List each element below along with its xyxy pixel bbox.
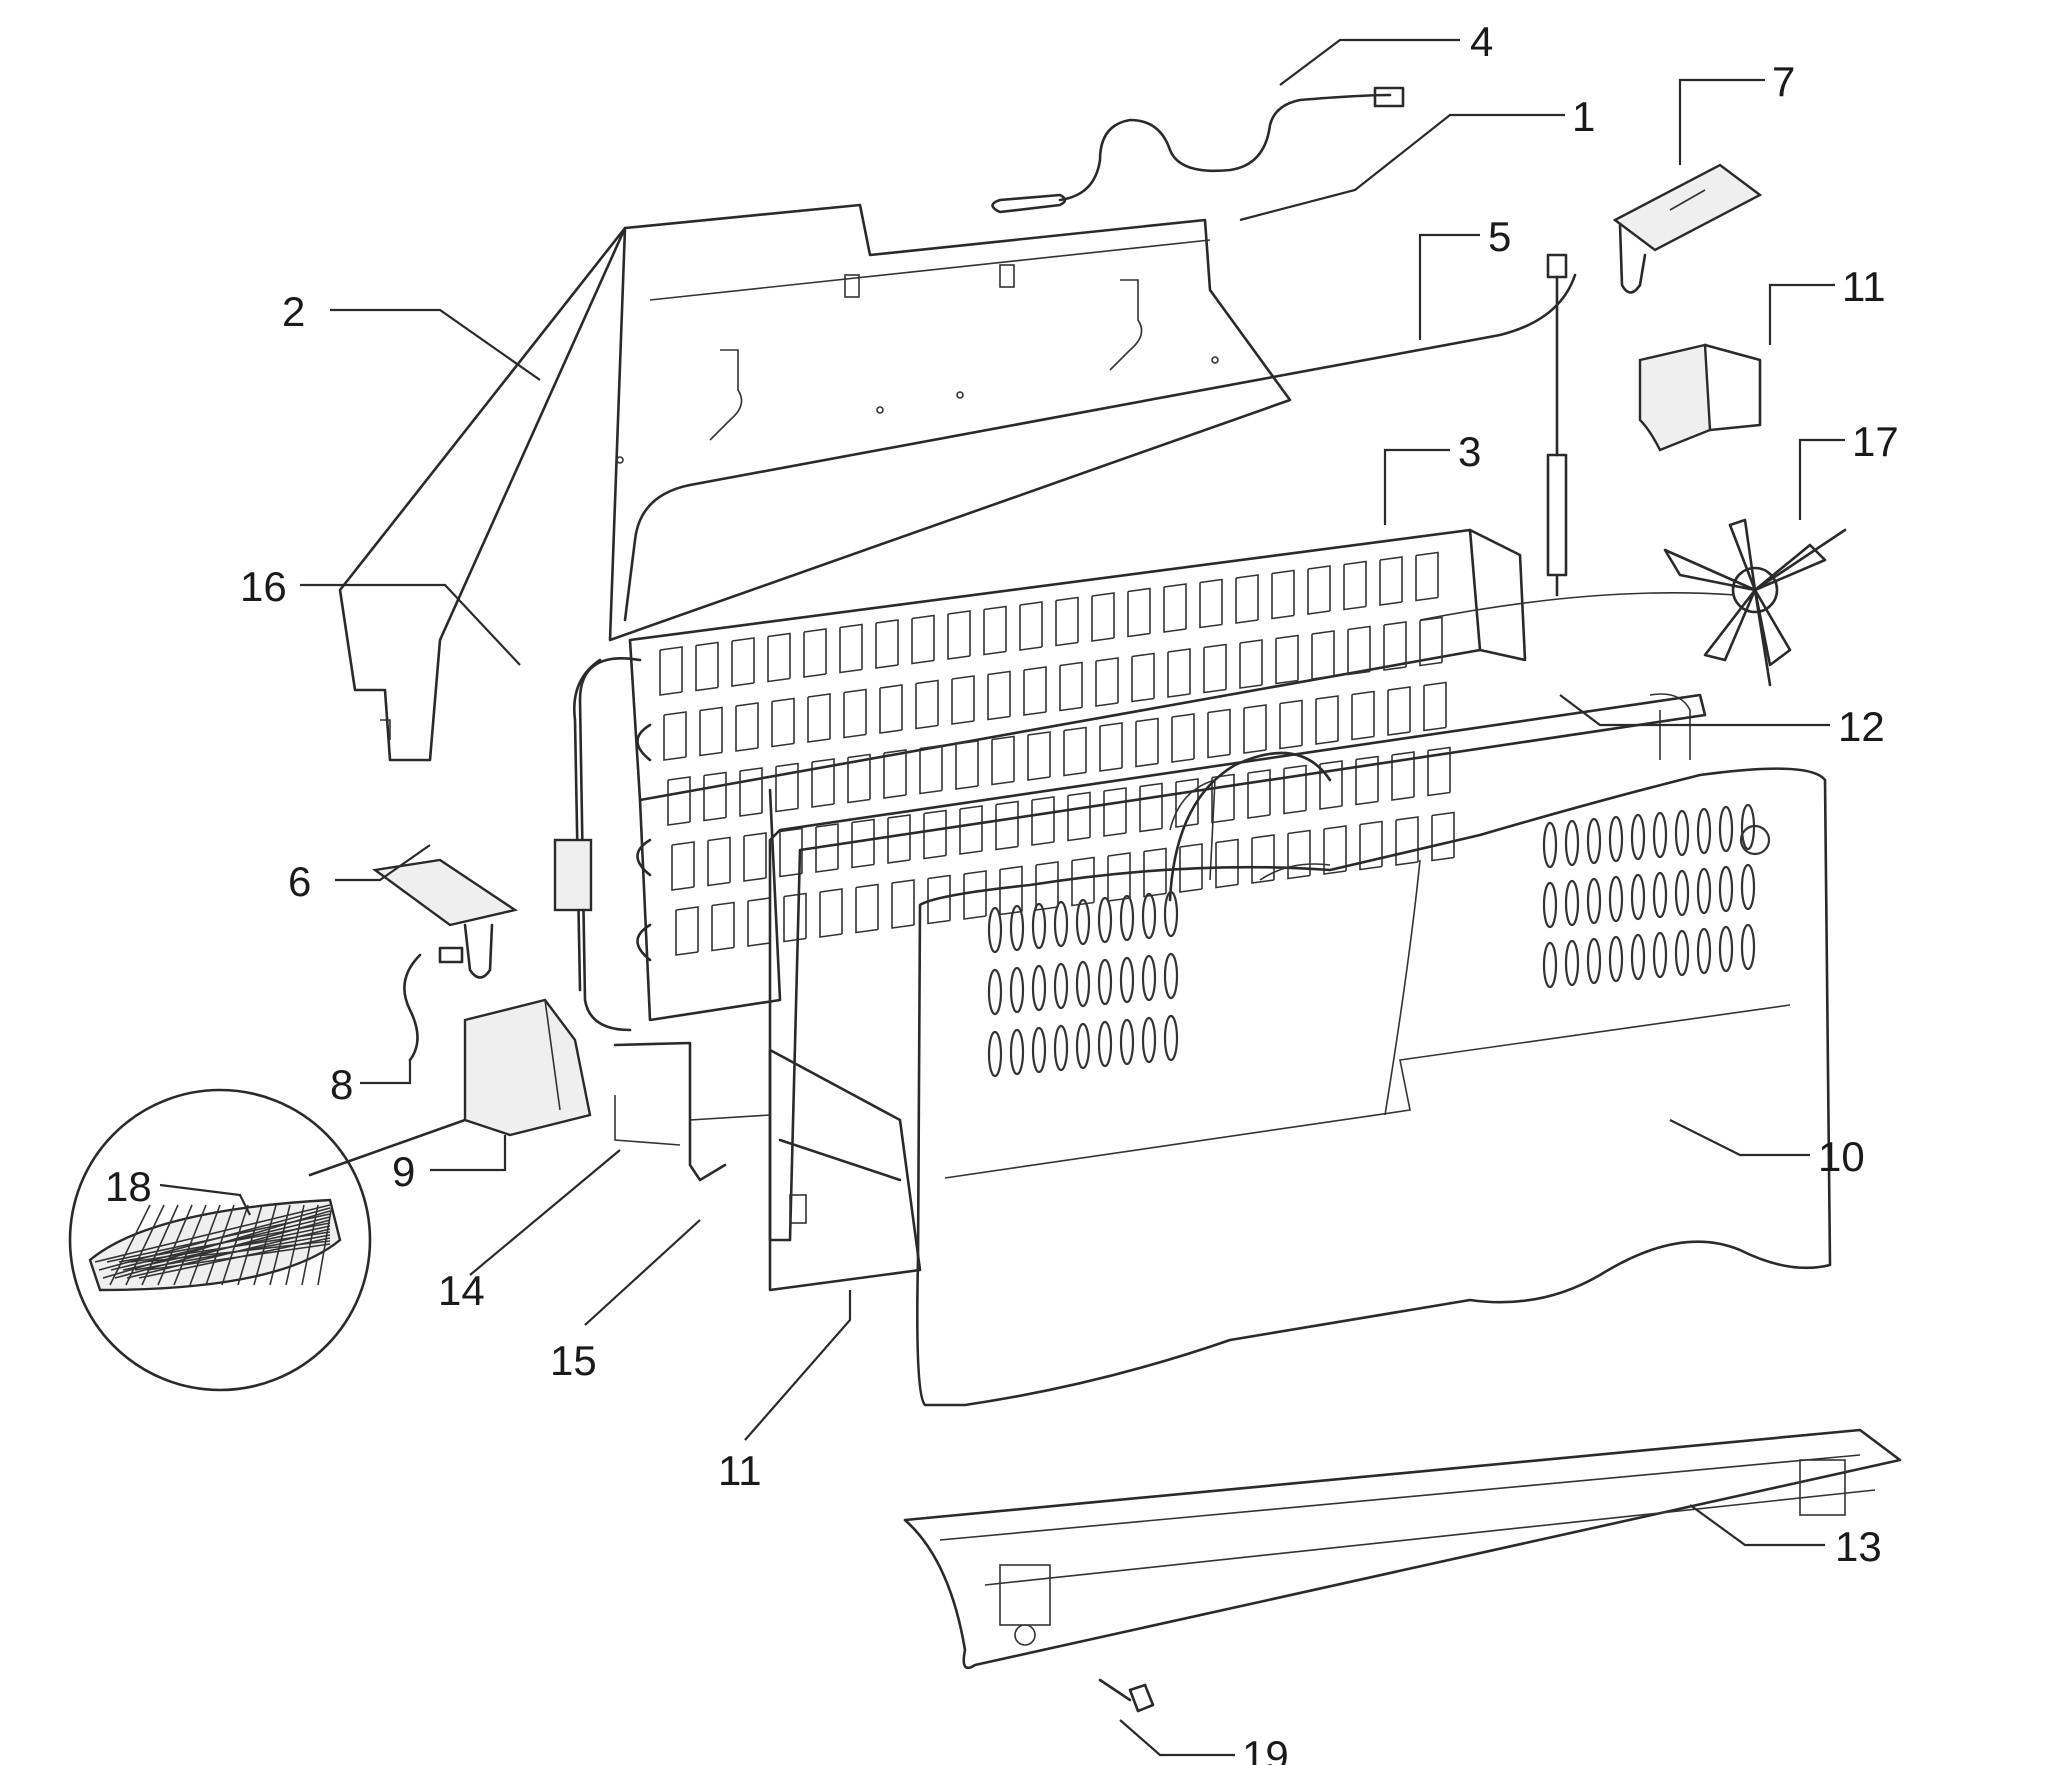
evaporator-coil [553,528,1527,1032]
callout-15: 15 [550,1337,597,1384]
fan-motor [1419,518,1847,687]
callout-3: 3 [1458,428,1481,475]
callout-11-bottom: 11 [718,1447,762,1494]
callout-18: 18 [105,1163,152,1210]
callout-2: 2 [282,288,305,335]
callout-17: 17 [1852,418,1899,465]
front-cover [916,767,1832,1407]
callout-4: 4 [1470,18,1493,65]
rear-panel [608,203,1292,642]
clip-cover-top [1638,343,1762,452]
temperature-sensor [991,86,1405,214]
callout-7: 7 [1772,58,1795,105]
callout-10: 10 [1818,1133,1865,1180]
wire-harness [623,253,1577,622]
hinge-pin [613,1041,771,1182]
callout-9: 9 [392,1148,415,1195]
screw [1098,1678,1155,1713]
callout-labels: 4 1 7 5 11 2 3 17 16 12 6 8 10 9 18 14 1… [105,18,1899,1765]
leader-lines [159,38,1845,1757]
frame [768,693,1707,1242]
callout-11-top: 11 [1842,263,1886,310]
hinge-plate [371,858,518,979]
wire-clip [403,946,464,1062]
callout-12: 12 [1838,703,1885,750]
mesh-detail-magnifier [68,1088,372,1392]
fan-shroud [768,751,1332,1292]
callout-8: 8 [330,1061,353,1108]
callout-1: 1 [1572,93,1595,140]
callout-14: 14 [438,1267,485,1314]
side-panel [338,226,627,762]
callout-5: 5 [1488,213,1511,260]
cover-box [308,998,592,1177]
callout-13: 13 [1835,1523,1882,1570]
bracket [1612,163,1763,294]
callout-16: 16 [240,563,287,610]
bottom-trim [903,1428,1902,1670]
callout-19: 19 [1242,1732,1289,1765]
callout-6: 6 [288,858,311,905]
